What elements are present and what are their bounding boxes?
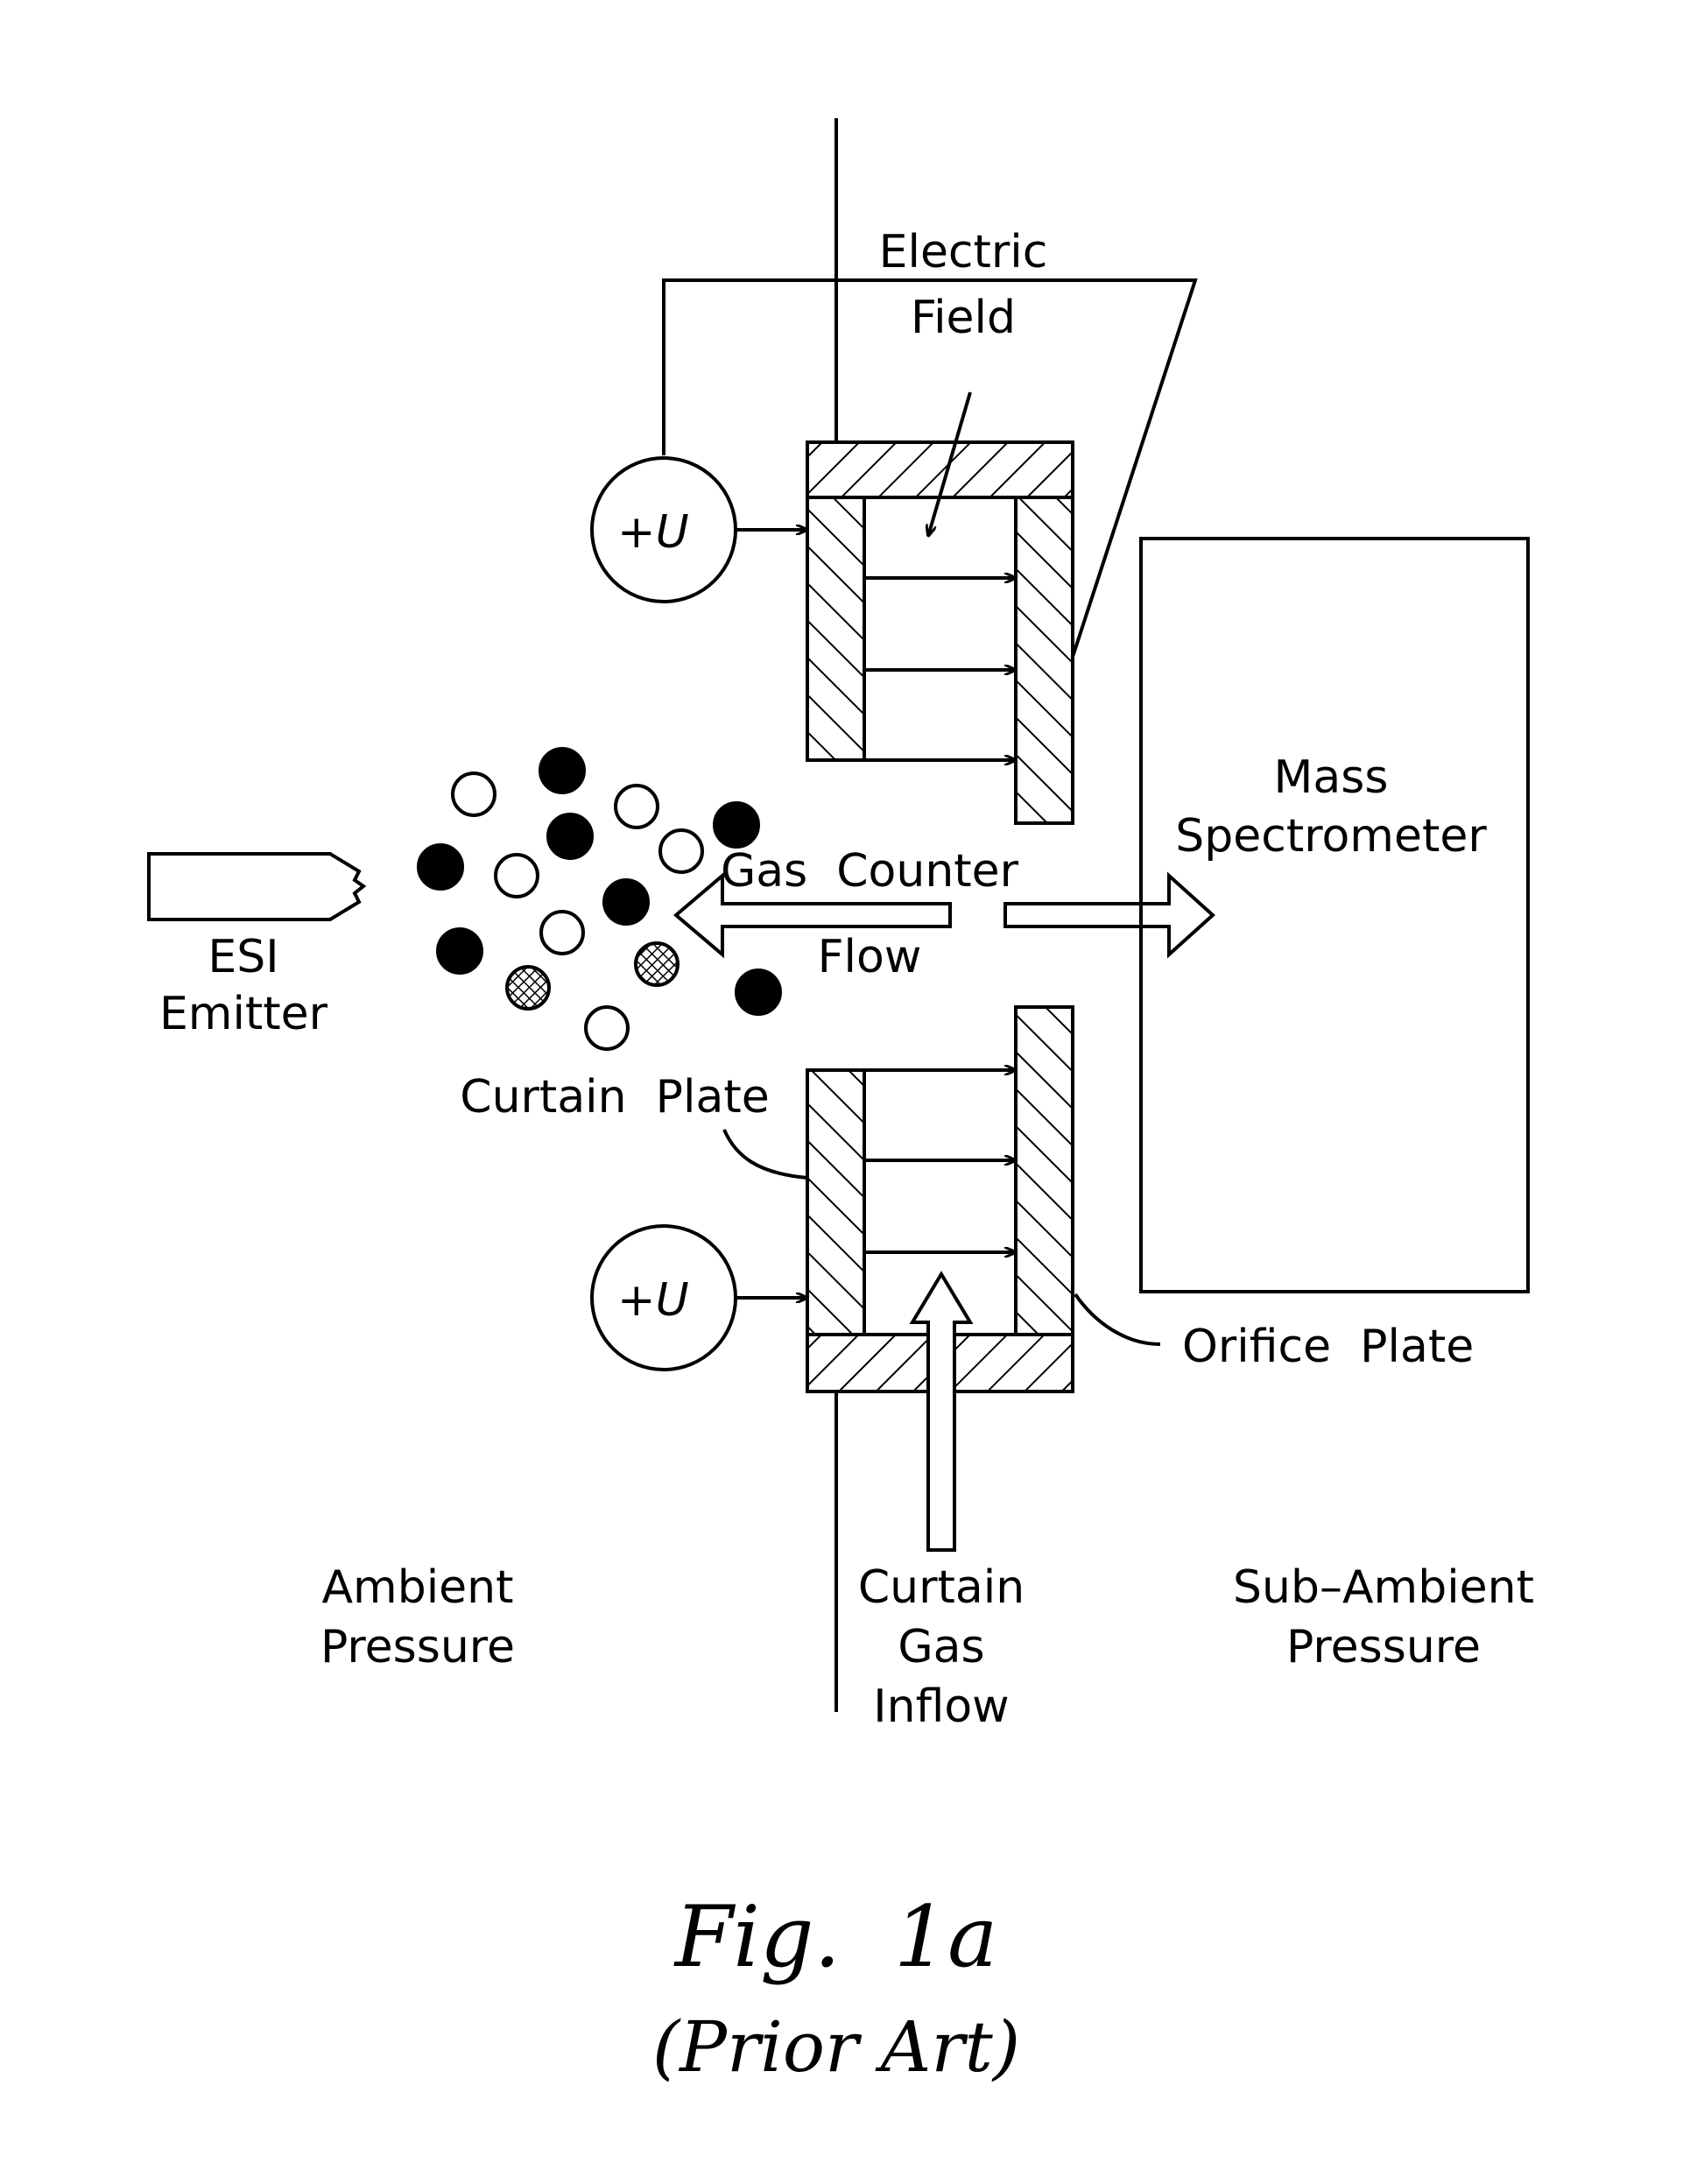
ambient-pressure-label-line1: Ambient [321, 1561, 513, 1614]
bottom-curtain-plate [807, 1070, 864, 1335]
curtain-gas-inflow-label-line3: Inflow [873, 1680, 1009, 1733]
ion-open [660, 830, 702, 872]
electric-field-label-line1: Electric [879, 226, 1048, 278]
ion-open [586, 1007, 628, 1049]
mass-spectrometer-box [1141, 539, 1528, 1292]
curtain-gas-inflow-label-line2: Gas [898, 1621, 984, 1673]
ion-filled [715, 803, 758, 847]
ion-open [453, 773, 495, 815]
top-cap-plate [807, 442, 1073, 497]
curtain-gas-inflow-arrow [912, 1274, 970, 1550]
ion-filled [548, 814, 592, 858]
gas-into-ms-arrow [1005, 876, 1213, 955]
ion-filled [419, 845, 462, 889]
ion-filled [540, 749, 584, 793]
bottom-orifice-plate [1016, 1007, 1073, 1335]
curtain-plate-label: Curtain Plate [460, 1071, 769, 1124]
prior-art-note: (Prior Art) [652, 2006, 1020, 2088]
ion-crosshatched [507, 967, 549, 1009]
ion-crosshatched [636, 943, 678, 985]
gas-counter-flow-label-line1: Gas Counter [721, 845, 1019, 898]
esi-emitter-body [149, 854, 363, 919]
top-voltage-label: +U [617, 506, 689, 559]
ion-open [541, 912, 583, 954]
figure-caption: Fig. 1a [673, 1888, 998, 1986]
top-orifice-plate [1016, 497, 1073, 823]
bottom-voltage-label: +U [617, 1274, 689, 1327]
orifice-plate-label: Orifice Plate [1182, 1321, 1474, 1373]
ion-filled [604, 880, 648, 924]
gas-counter-flow-label-line2: Flow [818, 931, 922, 983]
ion-filled [736, 970, 780, 1014]
mass-spectrometer-label-line1: Mass [1274, 751, 1389, 804]
mass-spectrometer-label-line2: Spectrometer [1175, 810, 1487, 863]
ion-filled [438, 929, 482, 973]
esi-emitter-label-line2: Emitter [159, 988, 328, 1040]
ambient-pressure-label-line2: Pressure [320, 1621, 515, 1673]
ion-open [616, 786, 658, 828]
electric-field-label-line2: Field [911, 292, 1016, 344]
esi-emitter-label-line1: ESI [208, 931, 278, 983]
orifice-plate-leader [1075, 1294, 1160, 1344]
curtain-gas-inflow-label-line1: Curtain [858, 1561, 1025, 1614]
sub-ambient-pressure-label-line2: Pressure [1286, 1621, 1481, 1673]
sub-ambient-pressure-label-line1: Sub–Ambient [1233, 1561, 1534, 1614]
curtain-plate-leader [724, 1130, 807, 1178]
top-curtain-plate [807, 497, 864, 760]
ion-open [496, 855, 538, 897]
